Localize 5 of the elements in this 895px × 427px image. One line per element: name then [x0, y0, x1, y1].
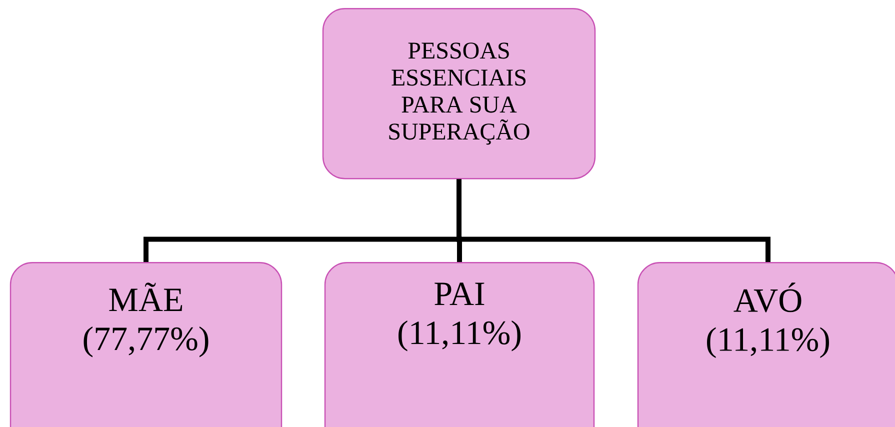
box: PESSOAS ESSENCIAIS PARA SUA SUPERAÇÃO [322, 8, 596, 180]
box: AVÓ (11,11%) [637, 262, 895, 427]
box: PAI (11,11%) [324, 262, 595, 427]
connector [456, 179, 770, 262]
box: MÃE (77,77%) [10, 262, 282, 427]
